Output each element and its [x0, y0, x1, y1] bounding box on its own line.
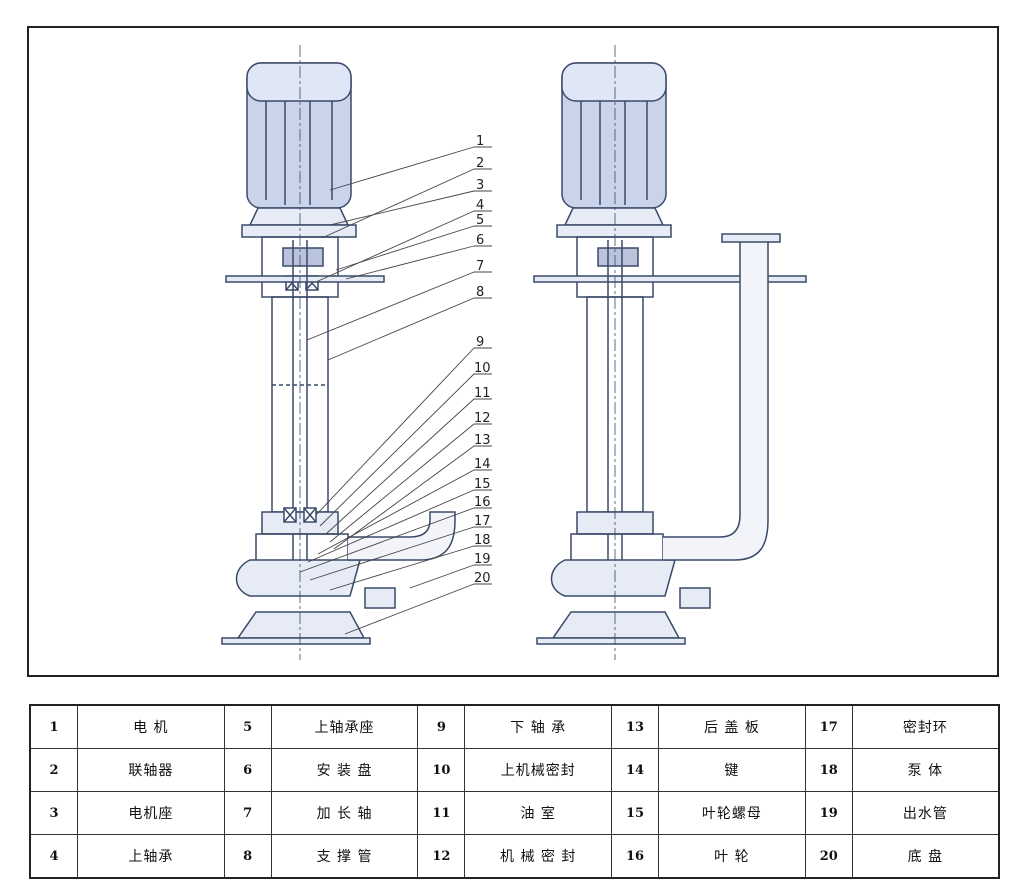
part-number: 19 [804, 791, 853, 835]
callout-8: 8 [476, 285, 484, 300]
part-number: 5 [223, 704, 272, 749]
callout-7: 7 [476, 259, 484, 274]
callout-12: 12 [474, 411, 491, 426]
table-row: 2 联轴器 6 安 装 盘 10 上机械密封 14 键 18 泵 体 [29, 748, 1000, 792]
parts-list-table: 1 电 机 5 上轴承座 9 下 轴 承 13 后 盖 板 17 密封环 2 联… [29, 704, 1000, 879]
part-name: 键 [658, 748, 806, 792]
callout-20: 20 [474, 571, 491, 586]
callout-9: 9 [476, 335, 484, 350]
part-number: 16 [611, 834, 660, 879]
part-name: 支 撑 管 [270, 834, 419, 879]
part-name: 上轴承座 [270, 704, 419, 749]
callout-19: 19 [474, 552, 491, 567]
part-number: 14 [611, 748, 660, 792]
part-number: 11 [417, 791, 466, 835]
part-name: 后 盖 板 [658, 704, 806, 749]
part-name: 联轴器 [77, 748, 225, 792]
part-name: 密封环 [851, 704, 1000, 749]
callout-17: 17 [474, 514, 491, 529]
part-number: 10 [417, 748, 466, 792]
callout-10: 10 [474, 361, 491, 376]
part-name: 底 盘 [851, 834, 1000, 879]
part-name: 加 长 轴 [270, 791, 419, 835]
callout-14: 14 [474, 457, 491, 472]
coupling-left [282, 247, 324, 267]
part-name: 安 装 盘 [270, 748, 419, 792]
discharge-pipe-right [663, 239, 769, 561]
callout-2: 2 [476, 156, 484, 171]
callout-13: 13 [474, 433, 491, 448]
part-number: 7 [223, 791, 272, 835]
callout-3: 3 [476, 178, 484, 193]
outlet-pipe-left [348, 511, 456, 561]
part-number: 15 [611, 791, 660, 835]
right-pump-view [533, 62, 807, 645]
part-name: 叶 轮 [658, 834, 806, 879]
table-row: 4 上轴承 8 支 撑 管 12 机 械 密 封 16 叶 轮 20 底 盘 [29, 834, 1000, 879]
part-number: 6 [223, 748, 272, 792]
part-number: 8 [223, 834, 272, 879]
table-row: 3 电机座 7 加 长 轴 11 油 室 15 叶轮螺母 19 出水管 [29, 791, 1000, 835]
part-name: 上机械密封 [464, 748, 613, 792]
part-number: 4 [29, 834, 78, 879]
part-number: 13 [611, 704, 660, 749]
part-name: 泵 体 [851, 748, 1000, 792]
part-name: 叶轮螺母 [658, 791, 806, 835]
drawing-frame [27, 26, 999, 677]
callout-4: 4 [476, 198, 484, 213]
table-row: 1 电 机 5 上轴承座 9 下 轴 承 13 后 盖 板 17 密封环 [29, 704, 1000, 749]
part-number: 17 [804, 704, 853, 749]
part-number: 18 [804, 748, 853, 792]
callout-5: 5 [476, 213, 484, 228]
part-number: 1 [29, 704, 78, 749]
part-name: 出水管 [851, 791, 1000, 835]
mounting-plate-left [225, 275, 385, 283]
part-number: 9 [417, 704, 466, 749]
callout-1: 1 [476, 134, 484, 149]
callout-18: 18 [474, 533, 491, 548]
callout-6: 6 [476, 233, 484, 248]
part-name: 电机座 [77, 791, 225, 835]
pump-assembly-drawing: 1 2 3 4 5 6 7 8 9 10 11 12 13 14 15 16 1… [27, 26, 999, 677]
part-number: 20 [804, 834, 853, 879]
part-number: 2 [29, 748, 78, 792]
leader-lines [299, 146, 492, 635]
part-name: 油 室 [464, 791, 613, 835]
part-name: 电 机 [77, 704, 225, 749]
part-name: 下 轴 承 [464, 704, 613, 749]
part-number: 3 [29, 791, 78, 835]
callout-16: 16 [474, 495, 491, 510]
mounting-plate-right [533, 275, 807, 283]
motor-base-left [248, 207, 350, 226]
part-name: 上轴承 [77, 834, 225, 879]
callout-11: 11 [474, 386, 491, 401]
callout-15: 15 [474, 477, 491, 492]
left-pump-section [221, 62, 456, 645]
volute-left [235, 559, 361, 597]
part-name: 机 械 密 封 [464, 834, 613, 879]
part-number: 12 [417, 834, 466, 879]
